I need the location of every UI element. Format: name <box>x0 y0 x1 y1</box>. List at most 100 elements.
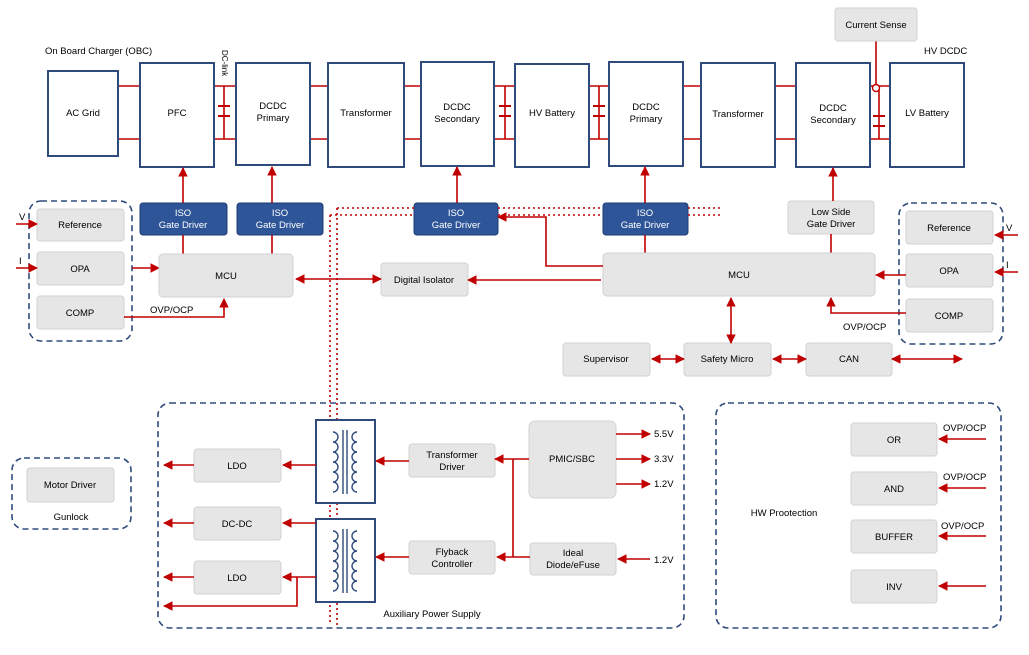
can-block: CAN <box>805 342 893 377</box>
svg-text:Ideal: Ideal <box>563 548 584 559</box>
svg-text:MCU: MCU <box>215 271 237 282</box>
hv-dcdc-secondary-block: DCDC Secondary <box>795 62 871 168</box>
svg-text:BUFFER: BUFFER <box>875 532 913 543</box>
low-side-gate-driver: Low Side Gate Driver <box>787 200 875 235</box>
svg-text:Reference: Reference <box>927 223 971 234</box>
iso-gate-driver-3: ISO Gate Driver <box>413 202 499 236</box>
svg-text:ISO: ISO <box>448 208 464 219</box>
hv-transformer-label: Transformer <box>712 109 763 120</box>
hv-dcdc-primary-label-1: DCDC <box>632 102 660 113</box>
hw-or-block: OR <box>850 422 938 457</box>
ldo-bottom-block: LDO <box>193 560 282 595</box>
dc-link-label: DC-link <box>220 50 229 77</box>
left-ovp-ocp-label: OVP/OCP <box>150 305 193 316</box>
obc-transformer-label: Transformer <box>340 108 391 119</box>
lv-battery-block: LV Battery <box>889 62 965 168</box>
rail-1v2-pmic-label: 1.2V <box>654 479 674 490</box>
obc-dcdc-secondary-block: DCDC Secondary <box>420 61 495 167</box>
svg-text:Diode/eFuse: Diode/eFuse <box>546 560 600 571</box>
transformer-driver-block: Transformer Driver <box>408 443 496 478</box>
svg-text:COMP: COMP <box>935 311 964 322</box>
obc-transformer-block: Transformer <box>327 62 405 168</box>
pfc-label: PFC <box>168 108 187 119</box>
hv-dcdc-primary-label-2: Primary <box>630 114 663 125</box>
flyback-controller-block: Flyback Controller <box>408 540 496 575</box>
hw-protection-group <box>715 402 1002 629</box>
ac-grid-block: AC Grid <box>47 70 119 157</box>
left-reference-block: Reference <box>36 208 125 242</box>
lv-battery-label: LV Battery <box>905 108 949 119</box>
svg-text:DC-DC: DC-DC <box>222 519 253 530</box>
hw-inv-block: INV <box>850 569 938 604</box>
hv-transformer-block: Transformer <box>700 62 776 168</box>
hv-dcdc-primary-block: DCDC Primary <box>608 61 684 167</box>
hw-protection-inputs <box>938 434 986 591</box>
aux-transformer-top-icon <box>315 419 376 504</box>
ideal-diode-block: Ideal Diode/eFuse <box>529 542 617 576</box>
aux-power-wires <box>163 429 651 611</box>
aux-transformer-bottom-icon <box>315 518 376 603</box>
svg-text:ISO: ISO <box>637 208 653 219</box>
motor-driver-block: Motor Driver <box>26 467 115 503</box>
svg-text:COMP: COMP <box>66 308 95 319</box>
obc-dcdc-primary-label-2: Primary <box>257 113 290 124</box>
svg-text:MCU: MCU <box>728 270 750 281</box>
svg-text:AND: AND <box>884 484 904 495</box>
hw-protection-label: HW Prootection <box>751 508 818 519</box>
left-i-label: I <box>19 256 22 267</box>
hw-buffer-block: BUFFER <box>850 519 938 554</box>
right-opa-block: OPA <box>905 253 994 288</box>
iso-gate-driver-2: ISO Gate Driver <box>236 202 324 236</box>
svg-text:Motor Driver: Motor Driver <box>44 480 96 491</box>
svg-text:ISO: ISO <box>175 208 191 219</box>
right-reference-block: Reference <box>905 210 994 245</box>
gate-drive-arrows <box>178 166 838 254</box>
svg-text:Digital Isolator: Digital Isolator <box>394 275 454 286</box>
left-opa-block: OPA <box>36 251 125 286</box>
svg-text:Reference: Reference <box>58 220 102 231</box>
aux-power-label: Auxiliary Power Supply <box>383 609 480 620</box>
ac-grid-label: AC Grid <box>66 108 100 119</box>
svg-text:OPA: OPA <box>70 264 90 275</box>
svg-text:Flyback: Flyback <box>436 547 469 558</box>
svg-text:OR: OR <box>887 435 901 446</box>
svg-text:Gate Driver: Gate Driver <box>159 220 208 231</box>
svg-text:ISO: ISO <box>272 208 288 219</box>
hw-and-block: AND <box>850 471 938 506</box>
rail-1v2-diode-label: 1.2V <box>654 555 674 566</box>
svg-text:Gate Driver: Gate Driver <box>432 220 481 231</box>
svg-text:OPA: OPA <box>939 266 959 277</box>
svg-text:INV: INV <box>886 582 903 593</box>
left-v-label: V <box>19 212 26 223</box>
obc-title: On Board Charger (OBC) <box>45 46 152 57</box>
rail-3v3-label: 3.3V <box>654 454 674 465</box>
rail-5v5-label: 5.5V <box>654 429 674 440</box>
svg-text:Driver: Driver <box>439 462 464 473</box>
obc-dcdc-secondary-label-2: Secondary <box>434 114 480 125</box>
right-i-label: I <box>1006 260 1009 271</box>
hv-battery-label: HV Battery <box>529 108 575 119</box>
left-sense-group <box>28 200 133 342</box>
obc-dcdc-primary-block: DCDC Primary <box>235 62 311 166</box>
right-ovp-ocp-label: OVP/OCP <box>843 322 886 333</box>
pmic-sbc-block: PMIC/SBC <box>528 420 617 499</box>
svg-text:PMIC/SBC: PMIC/SBC <box>549 454 595 465</box>
left-comp-block: COMP <box>36 295 125 330</box>
right-comp-block: COMP <box>905 298 994 333</box>
dcdc-aux-block: DC-DC <box>193 506 282 541</box>
hw-ovp-ocp-label-1: OVP/OCP <box>943 423 986 434</box>
right-mcu-block: MCU <box>602 252 876 297</box>
iso-gate-driver-4: ISO Gate Driver <box>602 202 689 236</box>
svg-text:Gate Driver: Gate Driver <box>807 219 856 230</box>
obc-dcdc-secondary-label-1: DCDC <box>443 102 471 113</box>
obc-dcdc-primary-label-1: DCDC <box>259 101 287 112</box>
pfc-block: PFC <box>139 62 215 168</box>
svg-text:CAN: CAN <box>839 354 859 365</box>
svg-text:Low Side: Low Side <box>811 207 850 218</box>
svg-text:Gate Driver: Gate Driver <box>621 220 670 231</box>
digital-isolator-block: Digital Isolator <box>380 262 469 297</box>
svg-text:LDO: LDO <box>227 461 247 472</box>
hw-ovp-ocp-label-3: OVP/OCP <box>941 521 984 532</box>
current-sense-block: Current Sense <box>834 7 918 42</box>
